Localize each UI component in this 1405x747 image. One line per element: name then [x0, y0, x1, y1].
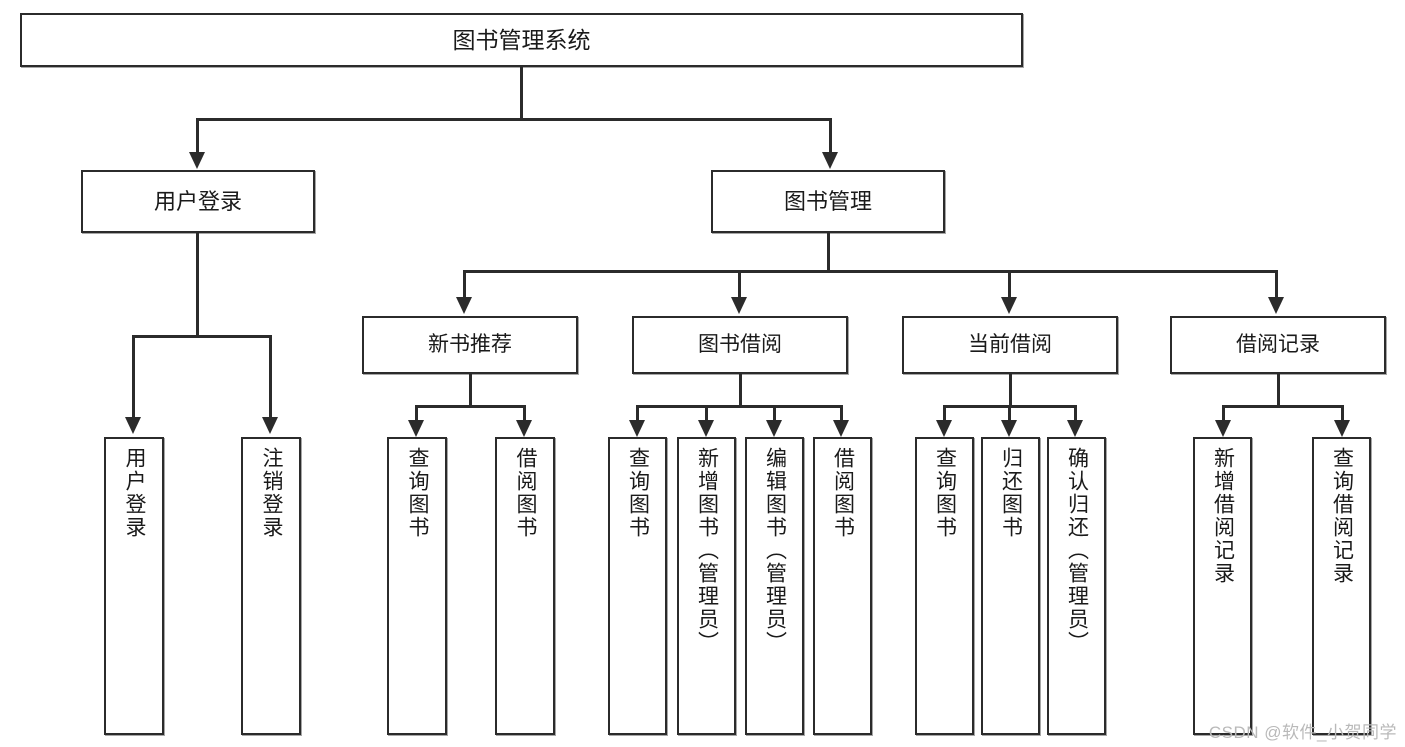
connector-book-borrow-drop-1	[636, 405, 639, 421]
connector-book-borrow-drop-3	[773, 405, 776, 421]
leaf-new-book-borrow[interactable]: 借阅图书	[495, 437, 555, 735]
node-label: 用户登录	[153, 188, 242, 214]
connector-user-login-stem	[196, 233, 199, 335]
leaf-current-borrow-query[interactable]: 查询图书	[915, 437, 974, 735]
connector-new-book-drop-1	[415, 405, 418, 421]
arrow-head-to-new-book	[456, 297, 472, 314]
leaf-current-borrow-return[interactable]: 归还图书	[981, 437, 1040, 735]
connector-new-book-stem	[469, 374, 472, 405]
node-label: 注销登录	[260, 447, 284, 539]
leaf-borrow-record-query[interactable]: 查询借阅记录	[1312, 437, 1371, 735]
connector-root-left-drop	[196, 118, 199, 153]
connector-root-bus	[196, 118, 832, 121]
leaf-current-borrow-confirm[interactable]: 确认归还（管理员）	[1047, 437, 1106, 735]
leaf-book-borrow-edit[interactable]: 编辑图书（管理员）	[745, 437, 804, 735]
arrow-head-to-current-borrow	[1001, 297, 1017, 314]
connector-current-borrow-drop-2	[1008, 405, 1011, 421]
connector-user-login-drop-1	[132, 335, 135, 418]
arrow-head-current-borrow-leaf-1	[936, 420, 952, 437]
connector-book-manage-drop-3	[1008, 270, 1011, 298]
arrow-head-book-borrow-leaf-1	[629, 420, 645, 437]
connector-book-borrow-bus	[636, 405, 843, 408]
node-label: 用户登录	[123, 447, 147, 539]
leaf-borrow-record-add[interactable]: 新增借阅记录	[1193, 437, 1252, 735]
leaf-book-borrow-query[interactable]: 查询图书	[608, 437, 667, 735]
node-user-login[interactable]: 用户登录	[81, 170, 315, 233]
node-new-book-recommend[interactable]: 新书推荐	[362, 316, 578, 374]
connector-book-manage-drop-2	[738, 270, 741, 298]
connector-new-book-bus	[415, 405, 526, 408]
node-book-borrow[interactable]: 图书借阅	[632, 316, 848, 374]
connector-borrow-record-bus	[1222, 405, 1344, 408]
arrow-head-borrow-record-leaf-2	[1334, 420, 1350, 437]
leaf-book-borrow-lend[interactable]: 借阅图书	[813, 437, 872, 735]
watermark-text: CSDN @软件_小贺同学	[1208, 723, 1397, 742]
node-label: 图书借阅	[698, 332, 782, 356]
arrow-head-book-borrow-leaf-2	[698, 420, 714, 437]
connector-book-manage-bus	[463, 270, 1278, 273]
node-label: 编辑图书（管理员）	[763, 447, 787, 654]
connector-new-book-drop-2	[523, 405, 526, 421]
arrow-head-to-book-manage	[822, 152, 838, 169]
leaf-user-login-signin[interactable]: 用户登录	[104, 437, 164, 735]
connector-book-manage-drop-4	[1275, 270, 1278, 298]
node-label: 归还图书	[999, 447, 1023, 539]
arrow-head-to-user-login	[189, 152, 205, 169]
connector-current-borrow-stem	[1009, 374, 1012, 405]
node-book-management[interactable]: 图书管理	[711, 170, 945, 233]
node-label: 查询图书	[406, 447, 430, 539]
connector-borrow-record-drop-2	[1341, 405, 1344, 421]
node-borrow-record[interactable]: 借阅记录	[1170, 316, 1386, 374]
node-label: 查询借阅记录	[1330, 447, 1354, 585]
connector-borrow-record-stem	[1277, 374, 1280, 405]
connector-book-borrow-stem	[739, 374, 742, 405]
node-label: 图书管理	[783, 188, 872, 214]
leaf-user-login-logout[interactable]: 注销登录	[241, 437, 301, 735]
node-label: 借阅图书	[831, 447, 855, 539]
arrow-head-to-book-borrow	[731, 297, 747, 314]
connector-borrow-record-drop-1	[1222, 405, 1225, 421]
node-root-system[interactable]: 图书管理系统	[20, 13, 1023, 67]
node-label: 借阅图书	[514, 447, 538, 539]
arrow-head-borrow-record-leaf-1	[1215, 420, 1231, 437]
arrow-head-user-login-leaf-2	[262, 417, 278, 434]
node-label: 查询图书	[626, 447, 650, 539]
arrow-head-book-borrow-leaf-3	[766, 420, 782, 437]
node-label: 确认归还（管理员）	[1065, 447, 1089, 654]
node-label: 借阅记录	[1236, 332, 1320, 356]
node-label: 图书管理系统	[452, 26, 591, 53]
node-label: 查询图书	[933, 447, 957, 539]
arrow-head-book-borrow-leaf-4	[833, 420, 849, 437]
arrow-head-current-borrow-leaf-2	[1001, 420, 1017, 437]
arrow-head-user-login-leaf-1	[125, 417, 141, 434]
arrow-head-to-borrow-record	[1268, 297, 1284, 314]
connector-book-manage-drop-1	[463, 270, 466, 298]
connector-root-right-drop	[829, 118, 832, 153]
arrow-head-current-borrow-leaf-3	[1067, 420, 1083, 437]
arrow-head-new-book-leaf-1	[408, 420, 424, 437]
leaf-book-borrow-add[interactable]: 新增图书（管理员）	[677, 437, 736, 735]
node-label: 当前借阅	[968, 332, 1052, 356]
node-label: 新增借阅记录	[1211, 447, 1235, 585]
connector-book-manage-stem	[827, 233, 830, 270]
leaf-new-book-query[interactable]: 查询图书	[387, 437, 447, 735]
node-label: 新增图书（管理员）	[695, 447, 719, 654]
connector-current-borrow-drop-3	[1074, 405, 1077, 421]
connector-user-login-bus	[132, 335, 272, 338]
node-current-borrow[interactable]: 当前借阅	[902, 316, 1118, 374]
connector-book-borrow-drop-2	[705, 405, 708, 421]
connector-root-stem	[520, 67, 523, 118]
connector-user-login-drop-2	[269, 335, 272, 418]
node-label: 新书推荐	[428, 332, 512, 356]
arrow-head-new-book-leaf-2	[516, 420, 532, 437]
connector-current-borrow-drop-1	[943, 405, 946, 421]
connector-book-borrow-drop-4	[840, 405, 843, 421]
